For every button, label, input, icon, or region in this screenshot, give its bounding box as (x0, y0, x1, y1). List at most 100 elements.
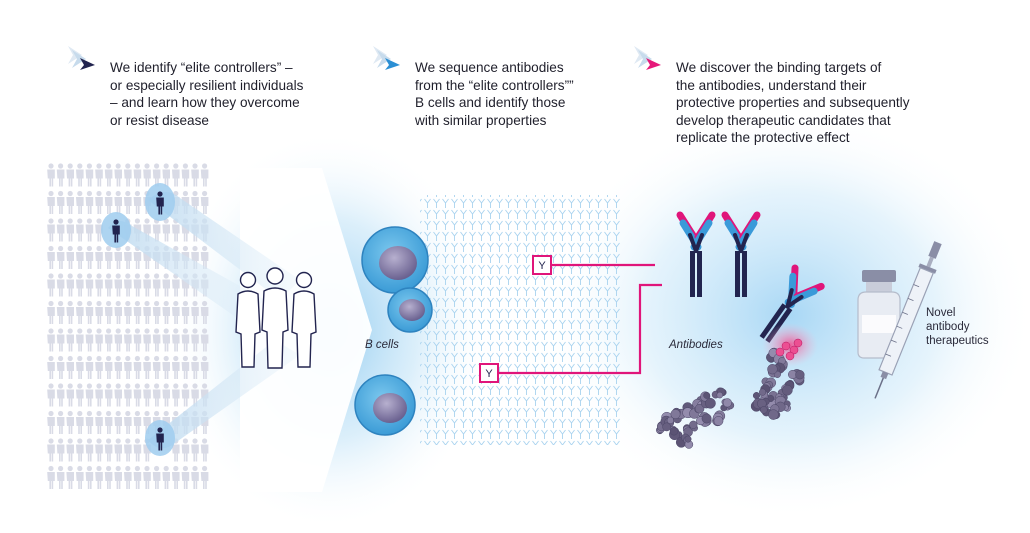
person-icon (152, 383, 161, 407)
person-icon (56, 383, 65, 407)
person-icon (162, 465, 170, 489)
person-icon (124, 383, 132, 407)
person-icon (114, 273, 122, 297)
person-icon (162, 218, 170, 242)
b-cell-icon (361, 226, 429, 294)
person-icon (191, 163, 199, 187)
person-icon (76, 190, 84, 214)
person-icon (76, 218, 84, 242)
person-icon (124, 465, 132, 489)
person-icon (200, 163, 209, 187)
person-icon (95, 273, 103, 297)
person-icon (95, 383, 103, 407)
antibody-icon (721, 211, 761, 297)
person-icon (56, 438, 65, 462)
person-icon (95, 438, 103, 462)
step1-line: or especially resilient individuals (110, 77, 304, 93)
person-icon (114, 465, 122, 489)
person-icon (85, 465, 94, 489)
novel-label-line: therapeutics (926, 335, 989, 347)
person-icon (47, 300, 55, 324)
person-icon (124, 163, 132, 187)
person-icon (104, 438, 113, 462)
person-icon (56, 355, 65, 379)
person-icon (85, 438, 94, 462)
person-icon (133, 410, 142, 434)
person-icon (76, 163, 84, 187)
b-cell-icon (354, 374, 416, 436)
person-icon (133, 190, 142, 214)
selection-beams (108, 191, 300, 449)
person-icon (124, 245, 132, 269)
person-icon (133, 273, 142, 297)
person-icon (66, 300, 74, 324)
person-icon (56, 218, 65, 242)
step3-line: protective properties and subsequently (676, 95, 910, 110)
person-icon (162, 328, 170, 352)
person-icon (66, 328, 74, 352)
elite-controllers-group-icon (235, 267, 317, 369)
person-icon (56, 300, 65, 324)
person-icon (104, 383, 113, 407)
person-icon (76, 438, 84, 462)
person-icon (162, 163, 170, 187)
vial-icon (857, 270, 901, 359)
target-protein-icon (655, 387, 735, 449)
person-icon (56, 163, 65, 187)
person-icon (133, 328, 142, 352)
person-icon (47, 355, 55, 379)
antibody-icon (676, 211, 716, 297)
person-icon (181, 163, 190, 187)
person-icon (85, 383, 94, 407)
person-icon (114, 383, 122, 407)
person-icon (47, 328, 55, 352)
person-icon (104, 465, 113, 489)
step1-line: We identify “elite controllers” – (110, 60, 293, 75)
person-icon (66, 465, 74, 489)
person-icon (152, 328, 161, 352)
step2-line: from the “elite controllers”” (415, 77, 574, 93)
person-icon (85, 163, 94, 187)
person-icon (47, 245, 55, 269)
person-icon (104, 410, 113, 434)
person-icon (104, 245, 113, 269)
person-icon (47, 218, 55, 242)
person-icon (47, 273, 55, 297)
person-icon (124, 300, 132, 324)
person-icon (124, 273, 132, 297)
person-icon (143, 465, 151, 489)
person-icon (85, 245, 94, 269)
person-icon (114, 245, 122, 269)
person-icon (181, 465, 190, 489)
person-icon (66, 273, 74, 297)
person-icon (152, 355, 161, 379)
person-icon (47, 163, 55, 187)
step3-description: We discover the binding targets of the a… (676, 59, 910, 147)
person-icon (114, 190, 122, 214)
person-icon (124, 410, 132, 434)
person-icon (104, 328, 113, 352)
novel-label-line: Novel (926, 307, 956, 319)
person-icon (95, 410, 103, 434)
person-icon (76, 300, 84, 324)
person-icon (143, 273, 151, 297)
person-icon (56, 245, 65, 269)
person-icon (133, 163, 142, 187)
person-icon (66, 383, 74, 407)
person-icon (95, 245, 103, 269)
person-icon (172, 465, 180, 489)
person-icon (95, 465, 103, 489)
person-icon (47, 465, 55, 489)
person-icon (114, 300, 122, 324)
step2-chevron-arrow-icon (373, 46, 400, 70)
step1-line: or resist disease (110, 112, 209, 128)
person-icon (56, 273, 65, 297)
person-icon (143, 300, 151, 324)
person-icon (95, 300, 103, 324)
person-icon (76, 383, 84, 407)
person-icon (133, 383, 142, 407)
person-icon (85, 190, 94, 214)
person-icon (152, 218, 161, 242)
person-icon (76, 245, 84, 269)
